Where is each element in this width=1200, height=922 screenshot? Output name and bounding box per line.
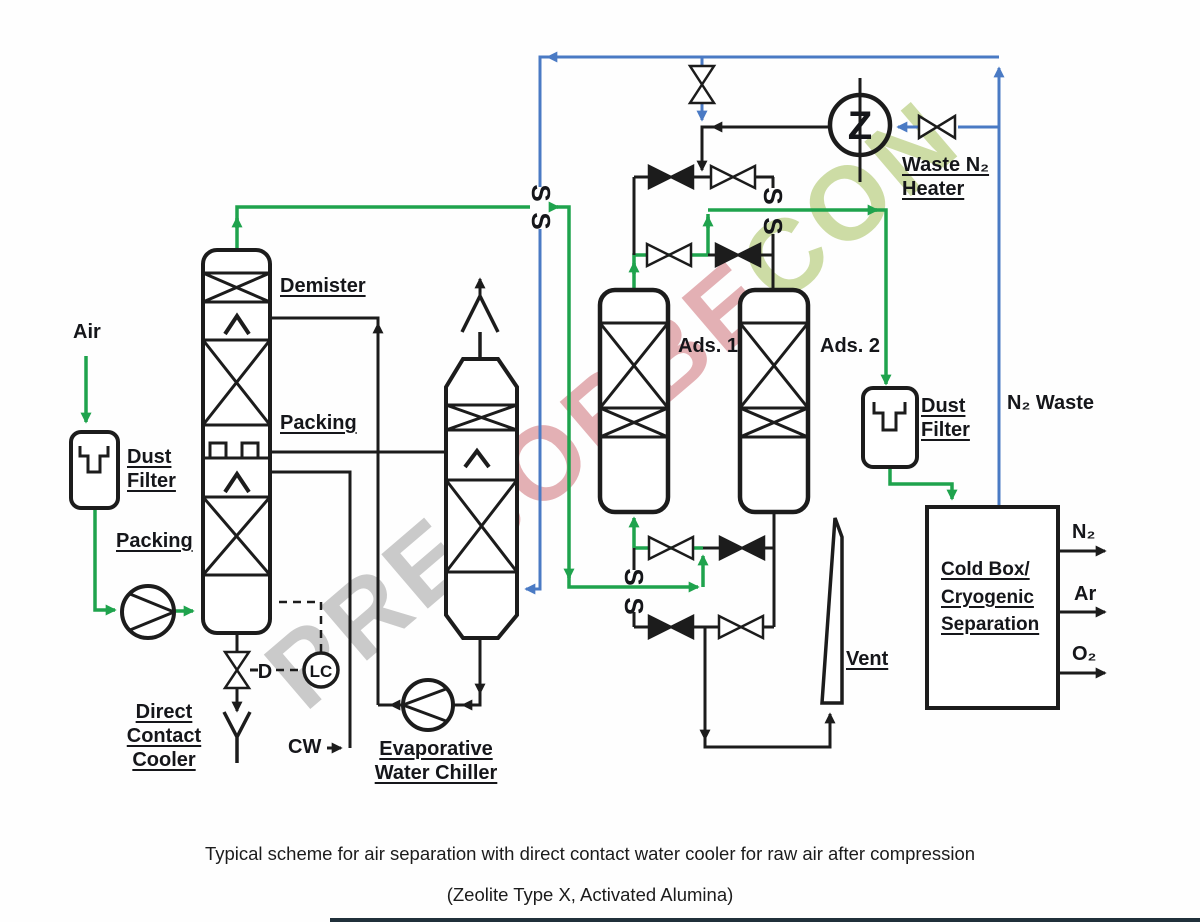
spray-nozzle-lower	[223, 470, 251, 494]
level-control-signal	[276, 600, 323, 672]
waste-n2-heater-label: Waste N₂ Heater	[902, 154, 990, 200]
valves	[222, 64, 957, 690]
air-blower	[120, 584, 176, 640]
pump-impeller	[402, 687, 447, 723]
valve-regen-supply	[687, 64, 717, 105]
blower-impeller	[129, 592, 175, 632]
valve-cooler-drain	[222, 650, 252, 690]
vessels	[69, 248, 1060, 732]
dust-filter-left-vessel	[69, 430, 120, 510]
valve-row4-open	[717, 613, 765, 641]
product-header-line	[708, 208, 892, 386]
cold-box-label: Cold Box/ Cryogenic Separation	[941, 559, 1040, 636]
o2-product-label: O₂	[1072, 643, 1097, 665]
cooling-water-label: CW	[288, 736, 322, 758]
stream-break-mark: S	[619, 568, 649, 585]
dust-filter-right-label: Dust Filter	[921, 395, 970, 441]
air-inlet-label: Air	[73, 321, 101, 343]
n2-waste-label: N₂ Waste	[1007, 392, 1095, 414]
demister-bed	[202, 271, 271, 304]
chiller-bottom-line	[453, 638, 482, 707]
green-stream-lines	[80, 201, 958, 617]
direct-contact-cooler-label: Direct Contact Cooler	[126, 701, 202, 771]
stream-break-mark: S	[619, 597, 649, 614]
caption-line-2: (Zeolite Type X, Activated Alumina)	[446, 884, 734, 905]
stream-break-mark: S	[758, 217, 788, 234]
ads1-alumina-bed	[599, 406, 669, 439]
stream-break-mark: S	[526, 184, 556, 201]
valve-row2-open	[645, 241, 693, 269]
valve-row3-closed	[718, 534, 766, 562]
bottom-edge-bar	[330, 918, 1200, 922]
valve-row3-open	[647, 534, 695, 562]
chiller-spray-nozzle	[463, 447, 491, 469]
ads2-alumina-bed	[739, 406, 809, 439]
cooling-water-line	[243, 470, 352, 748]
chiller-vent-funnel	[460, 292, 500, 358]
valve-row1-closed	[647, 163, 695, 191]
chiller-packing	[444, 478, 519, 574]
vent-line	[703, 627, 836, 749]
dust-filter-left-label: Dust Filter	[127, 446, 176, 492]
adsorber-1-label: Ads. 1	[678, 335, 739, 357]
level-controller-bubble	[302, 651, 340, 689]
valve-row2-closed	[714, 241, 762, 269]
direct-contact-cooler-vessel	[201, 248, 272, 635]
filter-bag-icon	[872, 402, 907, 432]
valve-heater-inlet	[917, 113, 957, 141]
cooler-overhead-line	[235, 205, 530, 250]
caption-line-1: Typical scheme for air separation with d…	[204, 843, 976, 864]
waste-n2-to-chiller	[524, 229, 542, 595]
stream-break-mark: S	[758, 187, 788, 204]
stream-break-mark: S	[526, 212, 556, 229]
cold-box-vessel	[925, 505, 1060, 710]
heater-z-symbol: Z	[848, 104, 872, 148]
vessel-internals	[78, 271, 907, 763]
vent-stack	[820, 517, 844, 705]
valve-row1-open	[709, 163, 757, 191]
spray-nozzle-upper	[223, 312, 251, 336]
level-controller-tag: LC	[310, 662, 333, 681]
collector-tray	[203, 441, 270, 460]
ads1-top-riser	[632, 253, 708, 290]
chilled-water-line	[243, 316, 380, 705]
ads1-zeolite-bed	[598, 321, 670, 410]
waste-n2-header	[538, 55, 999, 187]
drain-tag: D	[258, 661, 272, 683]
blue-stream-lines	[524, 51, 1005, 595]
packing-bed-upper	[201, 338, 272, 427]
valve-row4-closed	[647, 613, 695, 641]
n2-product-label: N₂	[1072, 521, 1096, 543]
regen-gas-line	[696, 125, 830, 172]
adsorber-2-label: Ads. 2	[820, 335, 881, 357]
demister-label: Demister	[280, 275, 366, 297]
svg-texts: Z LC D S S S S S S	[258, 104, 872, 683]
filter-bag-icon	[78, 446, 110, 474]
packing-upper-label: Packing	[280, 412, 357, 434]
dust-filter-right-vessel	[861, 386, 919, 469]
evaporative-water-chiller-label: Evaporative Water Chiller	[374, 738, 498, 784]
water-circulation-pump	[401, 678, 455, 732]
chiller-demister	[445, 403, 518, 432]
waste-n2-heater-symbol	[827, 92, 893, 158]
drain-funnel	[222, 711, 252, 763]
packing-bed-lower	[201, 495, 272, 577]
packing-lower-label: Packing	[116, 530, 193, 552]
evaporative-chiller-vessel	[444, 357, 519, 640]
ar-product-label: Ar	[1074, 583, 1097, 605]
filter-to-blower-line	[93, 508, 117, 616]
ads2-zeolite-bed	[738, 321, 810, 410]
filter-to-coldbox-line	[888, 467, 958, 501]
feed-header-line	[557, 205, 700, 593]
vent-label: Vent	[846, 648, 889, 670]
